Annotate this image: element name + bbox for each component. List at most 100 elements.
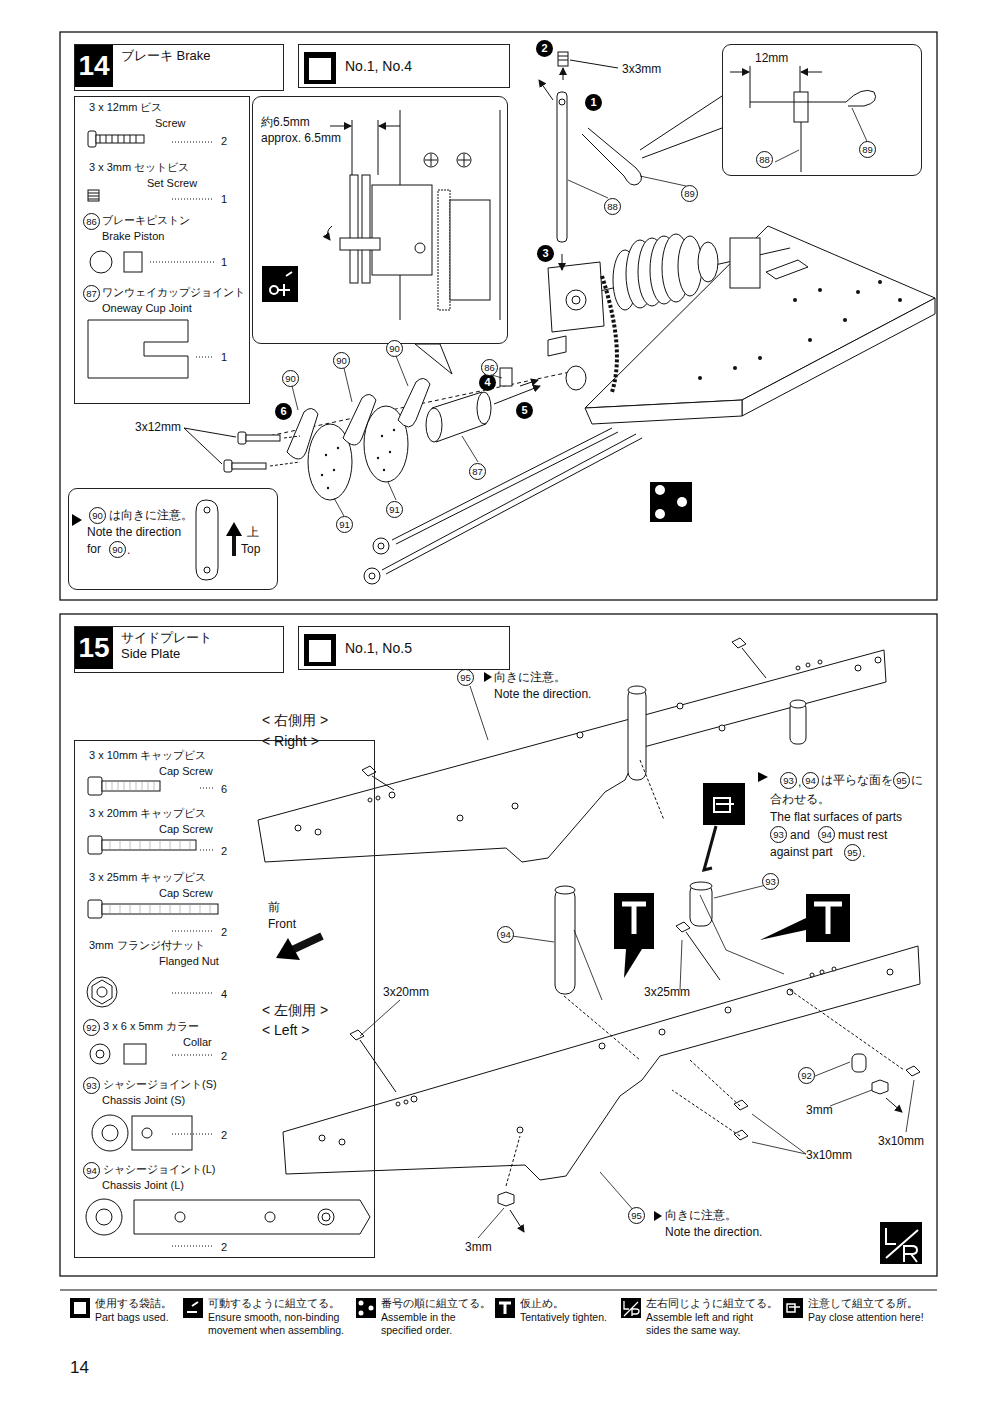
callout-number: 94 — [802, 772, 819, 789]
label-text: The flat surfaces of parts — [770, 810, 902, 824]
label-text: must rest — [838, 828, 887, 842]
callout-number: 91 — [336, 516, 353, 533]
part-text: Cap Screw — [159, 887, 213, 900]
step-order-number: 3 — [537, 245, 554, 262]
label-text: 前 — [268, 900, 280, 914]
label-text: , — [798, 775, 801, 789]
part-text: 2 — [221, 135, 227, 148]
detail-inset: 12mm8889 — [722, 44, 922, 176]
callout-number: 94 — [818, 826, 835, 843]
label-text: < Right > — [262, 733, 319, 750]
label-text: 3x20mm — [383, 985, 429, 999]
callout-number: 92 — [83, 1019, 100, 1036]
part-text: Screw — [155, 117, 186, 130]
label-text: に — [911, 773, 923, 787]
callout-number: 90 — [109, 541, 126, 558]
legend-entry: 可動するように組立てる。 Ensure smooth, non-binding … — [208, 1297, 350, 1338]
parts-list: 3 x 10mm キャップビス Cap Screw 6 3 x 20mm キャップビス… — [74, 740, 375, 1258]
legend-entry: 仮止め。 Tentatively tighten. — [520, 1297, 616, 1324]
label-text: against part — [770, 845, 833, 859]
label-text: Note the direction. — [665, 1225, 762, 1239]
part-text: シャシージョイント(S) — [103, 1078, 217, 1091]
part-text: 1 — [221, 351, 227, 364]
callout-number: 90 — [386, 340, 403, 357]
step-order-number: 4 — [479, 374, 496, 391]
legend-entry: 注意して組立てる所。 Pay close attention here! — [808, 1297, 932, 1324]
callout-number: 92 — [798, 1067, 815, 1084]
part-text: 2 — [221, 1129, 227, 1142]
label-text: . — [862, 846, 865, 860]
label-text: 向きに注意。 — [665, 1208, 737, 1222]
label-text: 3x3mm — [622, 62, 661, 76]
step-number: 14 — [75, 45, 113, 87]
part-text: Flanged Nut — [159, 955, 219, 968]
label-text: Front — [268, 917, 296, 931]
step-title: サイドプレート Side Plate — [121, 630, 231, 663]
part-text: 2 — [221, 1050, 227, 1063]
label-text: < 左側用 > — [262, 1002, 328, 1019]
step-header: 15サイドプレート Side Plate — [74, 626, 284, 673]
part-text: 3 x 20mm キャップビス — [89, 807, 206, 820]
part-text: 6 — [221, 783, 227, 796]
step-order-number: 5 — [516, 402, 533, 419]
label-text: 向きに注意。 — [494, 670, 566, 684]
part-text: 上 — [247, 525, 259, 539]
callout-number: 91 — [386, 501, 403, 518]
bag-numbers: No.1, No.4 — [345, 58, 412, 75]
callout-number: 89 — [681, 185, 698, 202]
part-text: 3mm フランジ付ナット — [89, 939, 205, 952]
callout-number: 93 — [770, 826, 787, 843]
bag-box: No.1, No.4 — [298, 44, 510, 88]
callout-number: 89 — [859, 141, 876, 158]
callout-number: 93 — [83, 1077, 100, 1094]
step-order-number: 6 — [275, 403, 292, 420]
part-text: 3 x 3mm セットビス — [89, 161, 189, 174]
part-text: Oneway Cup Joint — [102, 302, 192, 315]
legend-entry: 番号の順に組立てる。 Assemble in the specified ord… — [381, 1297, 489, 1338]
callout-number: 88 — [756, 151, 773, 168]
label-text: 3x12mm — [135, 420, 181, 434]
label-text: 3mm — [806, 1103, 833, 1117]
callout-number: 93 — [780, 772, 797, 789]
part-text: 3 x 12mm ビス — [89, 101, 162, 114]
callout-number: 86 — [83, 213, 100, 230]
part-text: Set Screw — [147, 177, 197, 190]
callout-number: 95 — [893, 772, 910, 789]
part-text: 3 x 10mm キャップビス — [89, 749, 206, 762]
label-text: < 右側用 > — [262, 712, 328, 729]
part-text: 1 — [221, 193, 227, 206]
step-number: 15 — [75, 627, 113, 669]
part-text: 2 — [221, 845, 227, 858]
legend-entry: 使用する袋詰。 Part bags used. — [95, 1297, 183, 1324]
callout-number: 95 — [457, 669, 474, 686]
part-text: Chassis Joint (L) — [102, 1179, 184, 1192]
callout-number: 93 — [762, 873, 779, 890]
bag-box: No.1, No.5 — [298, 626, 510, 670]
bag-numbers: No.1, No.5 — [345, 640, 412, 657]
part-text: は向きに注意。 — [109, 508, 193, 522]
detail-inset: 約6.5mmapprox. 6.5mm — [252, 96, 508, 344]
label-text: 3mm — [465, 1240, 492, 1254]
callout-number: 87 — [83, 285, 100, 302]
label-text: 3x25mm — [644, 985, 690, 999]
part-text: Cap Screw — [159, 765, 213, 778]
label-text: and — [790, 828, 810, 842]
part-text: ブレーキピストン — [102, 214, 190, 227]
parts-list: 3 x 12mm ビス Screw 2 3 x 3mm セットビス Set Screw 1… — [74, 96, 250, 404]
part-text: ワンウェイカップジョイント — [102, 286, 245, 299]
callout-number: 95 — [844, 844, 861, 861]
label-text: < Left > — [262, 1022, 309, 1039]
part-text: Top — [241, 542, 260, 556]
label-text: 3x10mm — [806, 1148, 852, 1162]
part-text: 1 — [221, 256, 227, 269]
part-text: for — [87, 542, 101, 556]
part-text: 3 x 25mm キャップビス — [89, 871, 206, 884]
part-text: 4 — [221, 988, 227, 1001]
page-number: 14 — [70, 1358, 89, 1378]
callout-number: 94 — [83, 1162, 100, 1179]
label-text: Note the direction. — [494, 687, 591, 701]
part-text: 3 x 6 x 5mm カラー — [103, 1020, 199, 1033]
part-text: 2 — [221, 1241, 227, 1254]
part-text: approx. 6.5mm — [261, 131, 341, 145]
callout-number: 87 — [469, 463, 486, 480]
